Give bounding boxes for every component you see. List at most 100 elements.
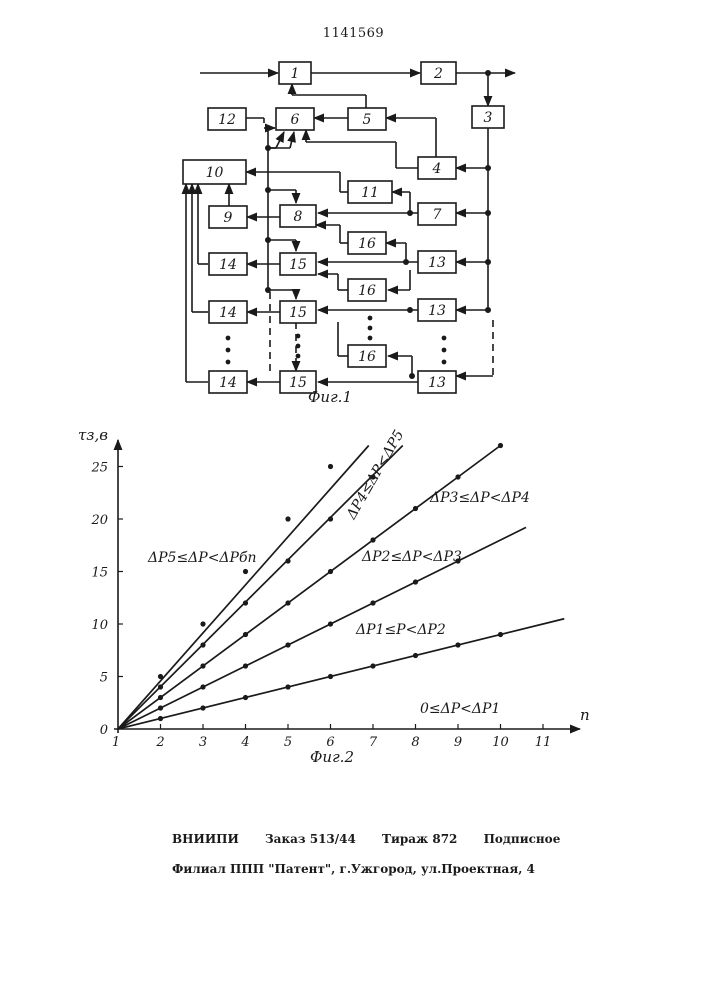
data-point (328, 621, 333, 626)
x-tick-label: 9 (454, 735, 462, 750)
data-point (498, 443, 503, 448)
block-label: 14 (219, 257, 237, 273)
data-point (285, 684, 290, 689)
block-11: 11 (348, 181, 392, 203)
block-label: 16 (358, 236, 376, 252)
fig2-caption: Фиг.2 (310, 748, 354, 766)
series-label: ΔP3≤ΔP<ΔP4 (429, 490, 530, 506)
block-2: 2 (421, 62, 456, 84)
x-tick-label: 7 (369, 735, 378, 750)
block-label: 12 (218, 112, 236, 128)
chart-plot: 12345678910110510152025τз,вnΔP5≤ΔP<ΔPбпΔ… (78, 426, 590, 750)
data-point (200, 642, 205, 647)
block-4: 4 (418, 157, 456, 179)
block-label: 16 (358, 349, 376, 365)
data-point (413, 579, 418, 584)
block-label: 15 (289, 375, 307, 391)
block-16: 16 (348, 232, 386, 254)
block-label: 14 (219, 305, 237, 321)
y-axis-label: τз,в (78, 426, 108, 444)
block-10: 10 (183, 160, 246, 184)
data-point (285, 642, 290, 647)
data-point (328, 569, 333, 574)
block-label: 3 (484, 110, 493, 126)
data-point (370, 600, 375, 605)
diagram-blocks: 123456789101112161315141613151416131514 (183, 62, 504, 393)
data-point (328, 464, 333, 469)
data-point (285, 516, 290, 521)
block-label: 7 (433, 207, 442, 223)
block-13: 13 (418, 371, 456, 393)
block-16: 16 (348, 279, 386, 301)
data-point (200, 684, 205, 689)
series-line (118, 446, 369, 730)
footer-org: ВНИИПИ (172, 832, 239, 846)
data-point (243, 632, 248, 637)
data-point (328, 674, 333, 679)
footer-address: Филиал ППП "Патент", г.Ужгород, ул.Проек… (172, 862, 535, 876)
series-label: ΔP5≤ΔP<ΔPбп (147, 550, 257, 566)
data-point (158, 705, 163, 710)
x-tick-label: 3 (199, 735, 207, 750)
block-label: 13 (428, 255, 446, 271)
block-15: 15 (280, 301, 316, 323)
fig1-caption: Фиг.1 (308, 388, 352, 406)
data-point (413, 653, 418, 658)
data-point (158, 695, 163, 700)
footer-line-2: Филиал ППП "Патент", г.Ужгород, ул.Проек… (172, 862, 557, 876)
block-label: 13 (428, 303, 446, 319)
footer-edition: Тираж 872 (382, 832, 457, 846)
block-7: 7 (418, 203, 456, 225)
series-line (118, 446, 501, 730)
data-point (243, 569, 248, 574)
block-label: 9 (224, 210, 233, 226)
data-point (285, 600, 290, 605)
y-tick-label: 10 (91, 618, 108, 633)
y-tick-label: 5 (100, 671, 108, 686)
data-point (243, 695, 248, 700)
data-point (285, 558, 290, 563)
data-point (243, 663, 248, 668)
x-tick-label: 11 (535, 735, 552, 750)
block-label: 8 (294, 209, 303, 225)
block-6: 6 (276, 108, 314, 130)
block-label: 5 (363, 112, 372, 128)
footer-order: Заказ 513/44 (265, 832, 356, 846)
block-label: 6 (291, 112, 300, 128)
data-point (243, 600, 248, 605)
data-point (158, 674, 163, 679)
series-label: ΔP1≤P<ΔP2 (355, 622, 446, 638)
series-label: ΔP4≤ΔP<ΔP5 (343, 427, 407, 522)
block-13: 13 (418, 299, 456, 321)
footer-subscription: Подписное (484, 832, 561, 846)
block-label: 4 (432, 161, 442, 177)
block-16: 16 (348, 345, 386, 367)
series-1: ΔP5≤ΔP<ΔPбп (118, 446, 369, 730)
block-3: 3 (472, 106, 504, 128)
series-3: ΔP3≤ΔP<ΔP4 (118, 443, 530, 729)
block-5: 5 (348, 108, 386, 130)
block-1: 1 (279, 62, 311, 84)
data-point (200, 705, 205, 710)
series-label: 0≤ΔP<ΔP1 (420, 701, 500, 717)
block-label: 1 (291, 66, 300, 82)
x-tick-label: 5 (284, 735, 292, 750)
ellipsis-dots (226, 316, 447, 365)
block-14: 14 (209, 253, 247, 275)
x-tick-label: 8 (411, 735, 419, 750)
data-point (200, 621, 205, 626)
data-point (200, 663, 205, 668)
block-12: 12 (208, 108, 246, 130)
x-tick-label: 4 (240, 735, 249, 750)
data-point (413, 506, 418, 511)
block-label: 10 (206, 165, 224, 181)
data-point (370, 663, 375, 668)
data-point (158, 684, 163, 689)
data-point (328, 516, 333, 521)
block-9: 9 (209, 206, 247, 228)
y-tick-label: 20 (90, 513, 108, 528)
block-8: 8 (280, 205, 316, 227)
x-tick-label: 2 (155, 735, 164, 750)
